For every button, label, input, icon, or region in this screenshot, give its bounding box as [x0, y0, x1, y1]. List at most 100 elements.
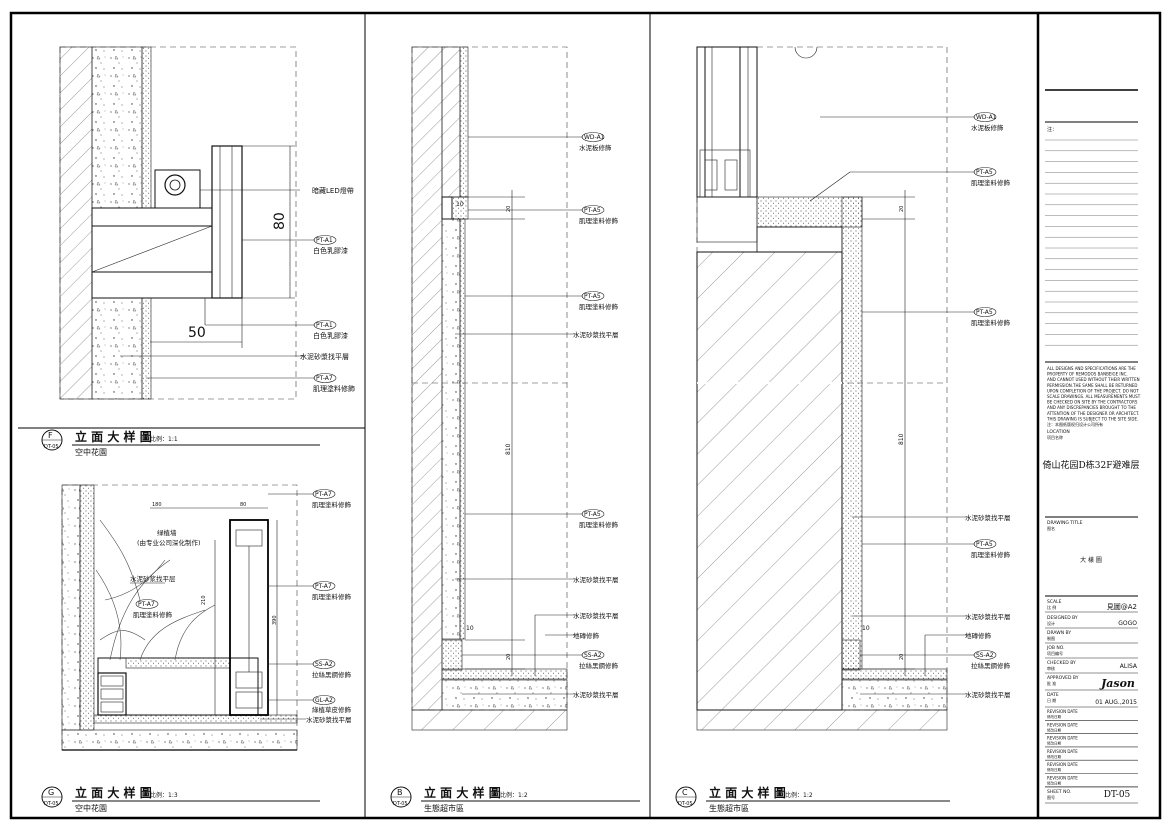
- callout-code: WD-A1: [976, 114, 997, 121]
- callout-code: PT-A5: [584, 511, 601, 518]
- callout-text: 地磚修飾: [573, 631, 600, 640]
- panel-g-title: G DT-05 立 面 大 样 圖 比例：1:3 空中花園: [41, 785, 320, 813]
- panel-g-slab: [61, 729, 298, 751]
- dim-label: 10: [456, 201, 464, 208]
- panel-f-detail: 80 50 暗藏LED燈帶 PT-A1 白色乳膠漆 PT-A1 白色乳膠漆 水泥…: [41, 46, 355, 457]
- callout-text: 肌理塗料修飾: [313, 384, 355, 393]
- callout-text: 水泥砂漿找平層: [965, 612, 1011, 621]
- title-block: 注： ALL DESIGNS AND SPECIFICATIONS ARE TH…: [1043, 89, 1141, 804]
- disclaimer-line: ALL DESIGNS AND SPECIFICATIONS ARE THE: [1047, 366, 1136, 371]
- drawing-title-label-cn: 图名: [1047, 525, 1055, 531]
- revision-label: REVISION DATE: [1047, 736, 1078, 741]
- panel-f-title: F DT-05 立 面 大 样 圖 比例：1:1 空中花園: [41, 429, 320, 457]
- revision-label: REVISION DATE: [1047, 762, 1078, 767]
- callout-code: PT-A5: [976, 309, 993, 316]
- callout-led-text: 暗藏LED燈帶: [312, 186, 354, 195]
- disclaimer-block: ALL DESIGNS AND SPECIFICATIONS ARE THEPR…: [1046, 366, 1141, 427]
- dim-label: 210: [201, 595, 207, 605]
- approved-signature: Jason: [1099, 677, 1135, 690]
- callout-code: PT-A7: [316, 375, 333, 382]
- sheet-border: [9, 11, 1162, 820]
- window-frame: [696, 46, 818, 243]
- callout-text: 肌理塗料修飾: [312, 592, 352, 601]
- panel-title: 立 面 大 样 圖: [75, 785, 152, 800]
- callout-code: PT-A5: [976, 541, 993, 548]
- sheet-label: SHEET NO.: [1047, 789, 1071, 795]
- callout-text: 白色乳膠漆: [313, 246, 348, 255]
- approved-label-cn: 批 准: [1047, 680, 1056, 686]
- panel-subtitle: 生態超市區: [424, 803, 464, 813]
- callout-code: PT-A1: [316, 322, 333, 329]
- dim-label: 20: [899, 206, 905, 212]
- callout-text: 肌理塗料修飾: [971, 178, 1011, 187]
- callout-code: PT-A7: [315, 583, 332, 590]
- panel-scale: 比例：1:2: [500, 791, 528, 799]
- date-value: 01 AUG.,2015: [1095, 699, 1137, 706]
- designed-label-cn: 设计: [1047, 620, 1055, 626]
- panel-title: 立 面 大 样 圖: [709, 785, 786, 800]
- designed-value: GOGO: [1118, 620, 1137, 627]
- callout-code: SS-A2: [315, 661, 333, 668]
- tag-ref: DT-05: [44, 801, 59, 807]
- notes-label: 注：: [1047, 126, 1057, 133]
- revision-label: REVISION DATE: [1047, 709, 1078, 714]
- callouts-b: WD-A1 水泥板修飾 PT-A5 肌理塗料修飾 PT-A5 肌理塗料修飾 水泥…: [455, 132, 619, 699]
- checked-value: ALISA: [1120, 663, 1138, 670]
- tag-ref: DT-05: [44, 444, 59, 450]
- callout-text: 水泥砂漿找平層: [573, 611, 619, 620]
- panel-c-title: C DT-05 立 面 大 样 圖 比例：1:2 生態超市區: [675, 785, 950, 813]
- callout-text: 肌理塗料修飾: [312, 500, 352, 509]
- disclaimer-line: AND CANNOT USED WITHOUT THEIR WRITTEN: [1047, 377, 1140, 382]
- dim-label: 810: [898, 433, 905, 445]
- plants: [95, 519, 216, 661]
- panel-subtitle: 空中花園: [75, 803, 107, 813]
- dim-label: 20: [506, 654, 512, 660]
- drawn-label-cn: 制图: [1047, 635, 1055, 641]
- panel-b-detail: 10 20 810 10 20 WD-A1 水泥板修飾 PT-A5 肌理塗料修飾…: [390, 46, 640, 813]
- scale-label: SCALE: [1047, 599, 1062, 605]
- sheet-number: DT-05: [1104, 790, 1131, 800]
- tag-ref: DT-05: [678, 801, 693, 807]
- callout-code: SS-A2: [976, 652, 994, 659]
- panel-scale: 比例：1:3: [150, 791, 178, 799]
- callout-text: 地磚修飾: [965, 631, 992, 640]
- date-label-cn: 日 期: [1047, 697, 1056, 703]
- panel-f-wall-hatch: [59, 46, 93, 400]
- disclaimer-line: 注：本图纸版权归设计公司所有: [1047, 421, 1103, 427]
- checked-label-cn: 审核: [1047, 665, 1055, 671]
- revision-label-cn: 修改日期: [1047, 727, 1062, 732]
- job-label-cn: 项目编号: [1047, 650, 1063, 656]
- callout-text: 水泥砂漿找平層: [573, 575, 619, 584]
- callout-text: 肌理塗料修飾: [579, 216, 619, 225]
- panel-b-title: B DT-05 立 面 大 样 圖 比例：1:2 生態超市區: [390, 785, 640, 813]
- callout-text: 肌理塗料修飾: [579, 520, 619, 529]
- designed-label: DESIGNED BY: [1047, 615, 1078, 621]
- panel-title: 立 面 大 样 圖: [75, 429, 152, 444]
- checked-label: CHECKED BY: [1047, 660, 1076, 666]
- callout-text: 拉絲黑鋼修飾: [312, 670, 352, 679]
- disclaimer-line: ATTENTION OF THE DESIGNER OR ARCHITECT.: [1047, 411, 1139, 416]
- panel-title: 立 面 大 样 圖: [424, 785, 501, 800]
- callout-text: 綠植草皮修飾: [312, 705, 352, 714]
- led-strip-profile: [154, 169, 201, 209]
- panel-g-detail: 180 80 210 390 绿植墙 (由专业公司深化制作) 水泥砂浆找平层 P…: [41, 484, 352, 813]
- revision-label: REVISION DATE: [1047, 749, 1078, 754]
- date-label: DATE: [1047, 692, 1059, 698]
- callout-text: 肌理塗料修飾: [579, 302, 619, 311]
- callouts-g: PT-A7 肌理塗料修飾 PT-A7 肌理塗料修飾 SS-A2 拉絲黑鋼修飾 G…: [260, 489, 352, 724]
- callout-text: 水泥砂漿找平層: [300, 352, 349, 361]
- callout-code: PT-A5: [584, 207, 601, 214]
- revision-label-cn: 修改日期: [1047, 714, 1062, 719]
- callout-text: 肌理塗料修飾: [133, 610, 173, 619]
- drawn-label: DRAWN BY: [1047, 630, 1071, 636]
- callout-text: 肌理塗料修飾: [971, 550, 1011, 559]
- callout-code: PT-A1: [316, 237, 333, 244]
- callout-text: 水泥板修飾: [971, 123, 1004, 132]
- disclaimer-line: UPON COMPLETION OF THE PROJECT. DO NOT: [1047, 388, 1139, 393]
- dim-label: 180: [152, 502, 162, 508]
- disclaimer-line: PERMISSION.THE SAME SHALL BE RETURNED: [1047, 383, 1137, 388]
- dim-label: 390: [272, 615, 278, 625]
- scale-label-cn: 比 例: [1047, 604, 1056, 610]
